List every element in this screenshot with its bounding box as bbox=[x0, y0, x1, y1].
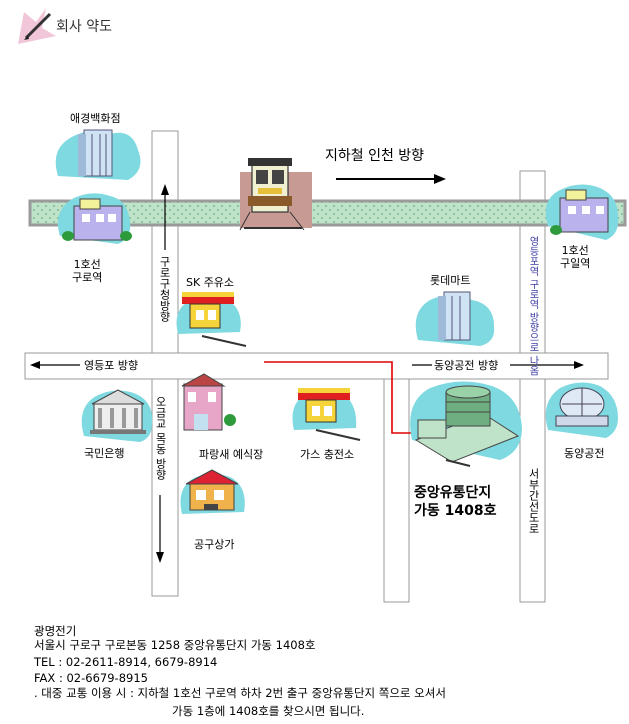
arrow-left bbox=[30, 361, 40, 369]
parangsae-label: 파랑새 예식장 bbox=[199, 448, 264, 461]
company-address: 서울시 구로구 구로본동 1258 중앙유통단지 가동 1408호 bbox=[34, 638, 316, 652]
yeongdeungpo-guro-label: 영등포역 구로역 방향으로 나옴 bbox=[527, 236, 538, 376]
train-icon bbox=[239, 158, 312, 231]
gonggu-mall-label: 공구상가 bbox=[194, 538, 235, 551]
kookmin-bank-icon bbox=[81, 389, 153, 442]
arrow-down bbox=[156, 552, 164, 563]
arrow-right bbox=[574, 361, 584, 369]
road-complex-side bbox=[383, 371, 410, 603]
transit-info-line-2: 가동 1층에 1408호를 찾으시면 됩니다. bbox=[172, 704, 365, 718]
aekyung-label: 애경백화점 bbox=[70, 112, 121, 125]
road-seobu-ganseon bbox=[519, 170, 546, 603]
complex-label: 중앙유통단지 가동 1408호 bbox=[414, 485, 497, 519]
gonggu-mall-icon bbox=[180, 469, 245, 514]
guro-station-icon bbox=[57, 193, 132, 244]
sk-gas-station-label: SK 주유소 bbox=[186, 276, 235, 289]
page-title: 회사 약도 bbox=[56, 19, 112, 35]
complex-building-icon bbox=[410, 381, 522, 467]
ogeum-mokdong-label: 오금교 목동 방향 bbox=[154, 396, 167, 480]
guro-gucheong-label: 구로구청방향 bbox=[158, 256, 171, 322]
dongyang-gongjeon-label: 동양공전 bbox=[564, 447, 605, 460]
company-tel: TEL : 02-2611-8914, 6679-8914 bbox=[34, 655, 218, 669]
yeongdeungpo-direction-label: 영등포 방향 bbox=[84, 359, 139, 372]
dongyang-gongjeon-icon bbox=[545, 382, 618, 438]
company-name: 광명전기 bbox=[34, 624, 77, 638]
dongyang-direction-label: 동양공전 방향 bbox=[434, 359, 499, 372]
aekyung-building-icon bbox=[55, 129, 141, 180]
company-fax: FAX : 02-6679-8915 bbox=[34, 671, 148, 685]
transit-info-line-1: . 대중 교통 이용 시 : 지하철 1호선 구로역 하차 2번 출구 중앙유통… bbox=[34, 686, 446, 700]
guil-station-label: 1호선 구일역 bbox=[560, 244, 591, 270]
subway-direction-label: 지하철 인천 방향 bbox=[325, 148, 425, 164]
parangsae-wedding-icon bbox=[181, 373, 236, 431]
arrow-up bbox=[161, 184, 169, 195]
route-line bbox=[264, 361, 418, 434]
subway-arrow-head bbox=[434, 174, 446, 184]
seobu-ganseon-label: 서부간선도로 bbox=[527, 468, 540, 534]
lpg-station-label: 가스 충전소 bbox=[300, 448, 355, 461]
kookmin-bank-label: 국민은행 bbox=[84, 447, 125, 460]
lpg-station-icon bbox=[292, 388, 361, 441]
guro-station-label: 1호선 구로역 bbox=[72, 258, 103, 284]
lotte-mart-icon bbox=[415, 291, 495, 346]
lotte-mart-label: 롯데마트 bbox=[430, 274, 471, 287]
sk-gas-station-icon bbox=[176, 292, 247, 347]
guil-station-icon bbox=[545, 184, 619, 240]
header-pen-icon bbox=[16, 6, 60, 46]
